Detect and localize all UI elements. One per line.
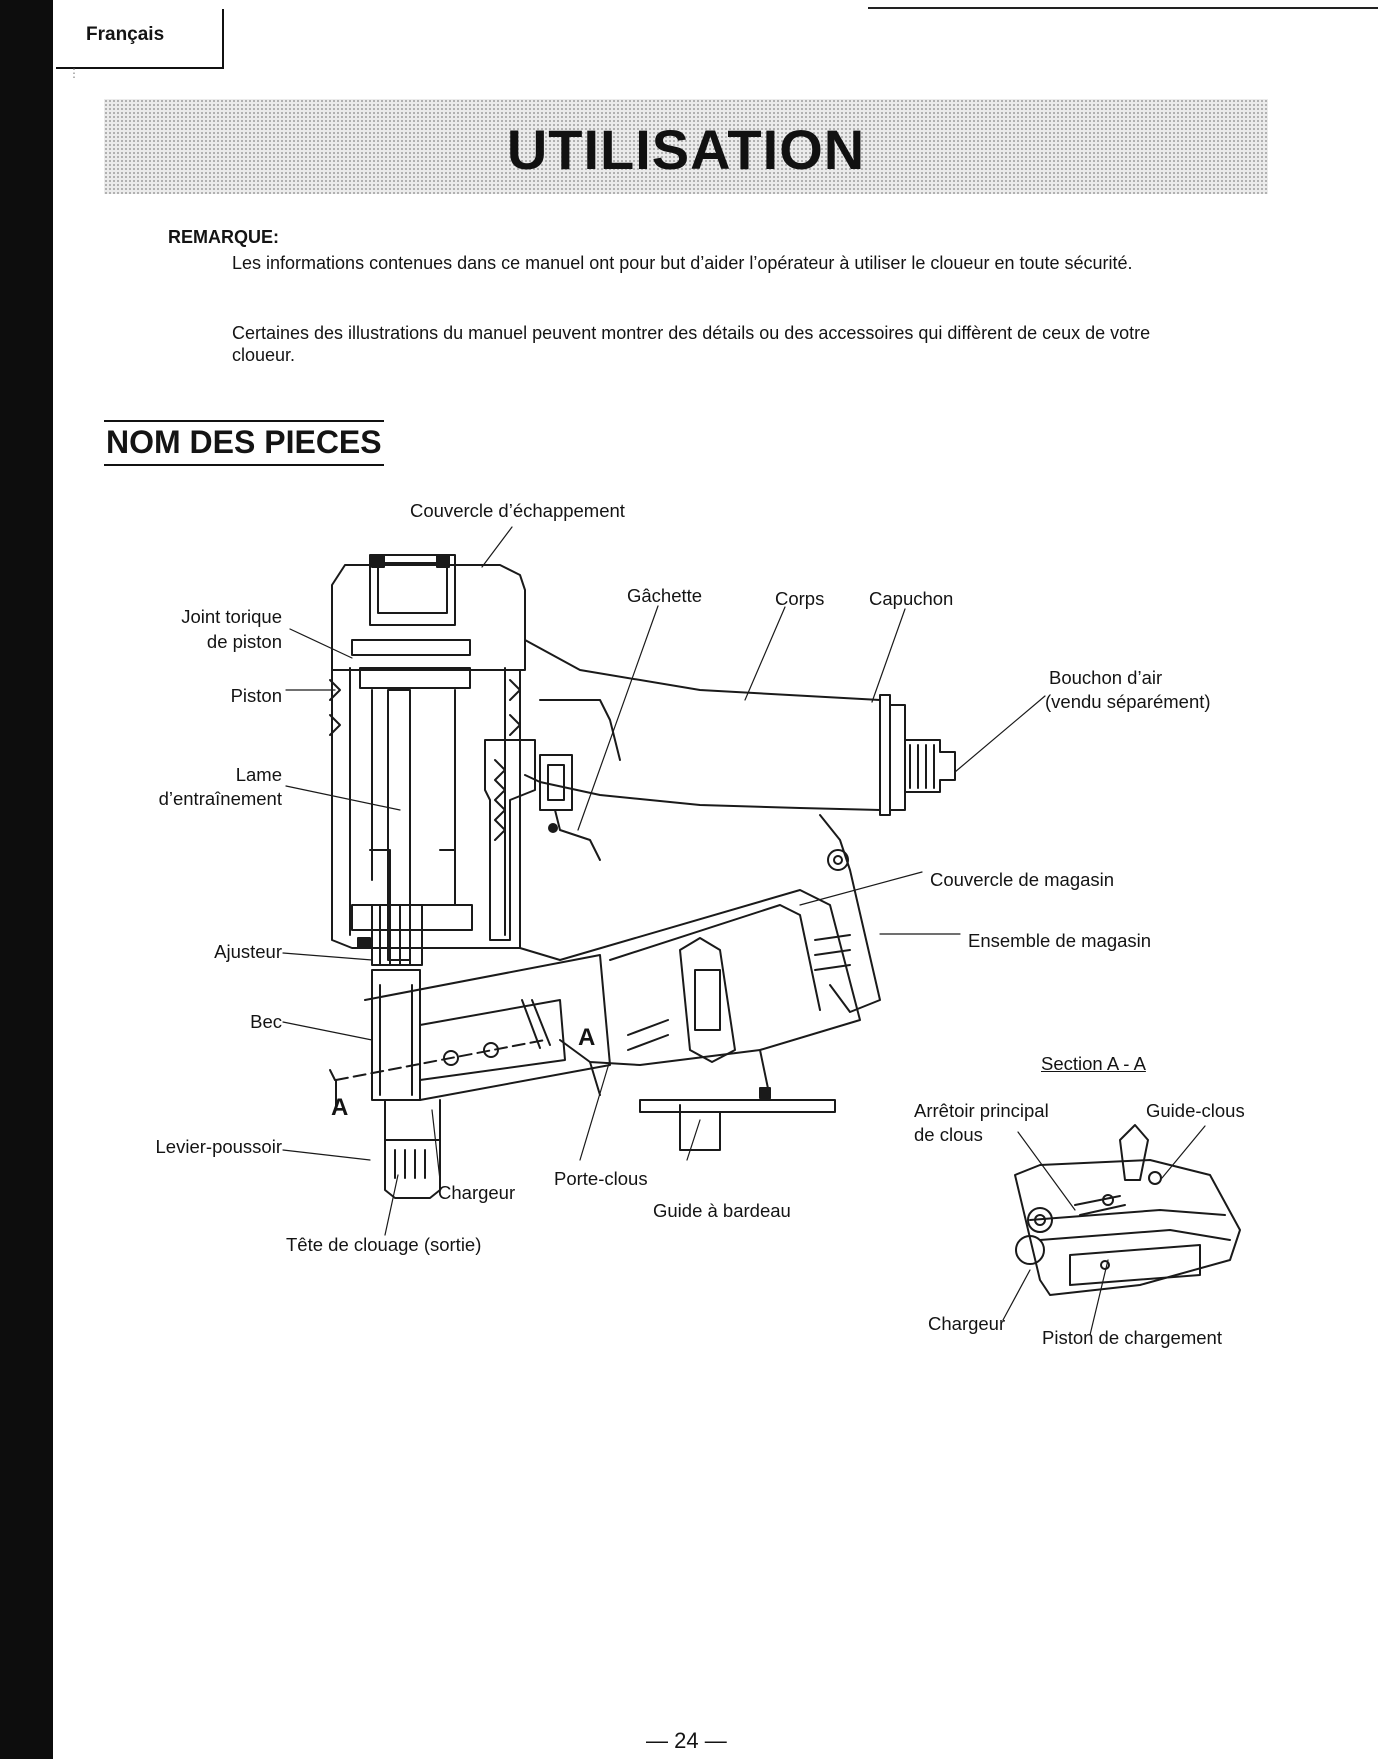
label-adjuster: Ajusteur — [214, 941, 282, 962]
note-label: REMARQUE: — [168, 227, 279, 247]
label-section-marker-2: A — [578, 1024, 596, 1051]
language-tab-label: Français — [86, 24, 165, 45]
margin-mark: ⋮ — [68, 66, 80, 80]
note-paragraph-2: Certaines des illustrations du manuel pe… — [232, 323, 1151, 365]
section-aa-drawing — [1014, 1124, 1241, 1296]
label-main-stopper-2: de clous — [914, 1124, 983, 1145]
label-feeder-2: Chargeur — [928, 1313, 1006, 1334]
label-air-plug-1: Bouchon d’air — [1049, 667, 1163, 688]
language-tab: Français — [56, 9, 224, 69]
label-feed-piston: Piston de chargement — [1042, 1327, 1222, 1348]
label-feeder: Chargeur — [438, 1182, 516, 1203]
title-band: UTILISATION — [104, 99, 1268, 194]
label-body: Corps — [775, 588, 825, 609]
section-title: NOM DES PIECES — [104, 420, 384, 466]
label-exhaust-cover: Couvercle d’échappement — [410, 500, 625, 521]
label-shingle-guide: Guide à bardeau — [653, 1200, 791, 1221]
label-piston-oring-1: Joint torique — [181, 606, 282, 627]
page-number: — 24 — — [646, 1728, 727, 1753]
note-paragraph-1: Les informations contenues dans ce manue… — [232, 253, 1133, 273]
page-title: UTILISATION — [506, 118, 866, 181]
label-driver-blade-1: Lame — [235, 764, 282, 785]
label-air-plug-2: (vendu séparément) — [1045, 691, 1211, 712]
label-nose: Bec — [250, 1011, 282, 1032]
label-section-marker: A — [331, 1094, 349, 1121]
label-cap: Capuchon — [869, 588, 954, 609]
header-rule — [868, 7, 1378, 9]
label-piston: Piston — [230, 685, 282, 706]
label-magazine-cover: Couvercle de magasin — [930, 869, 1115, 890]
label-main-stopper-1: Arrêtoir principal — [914, 1100, 1049, 1121]
nailer-drawing — [329, 554, 956, 1199]
label-nail-guide: Guide-clous — [1146, 1100, 1245, 1121]
leader-lines — [282, 526, 1206, 1336]
label-section-aa: Section A - A — [1041, 1053, 1146, 1074]
label-nose-tip: Tête de clouage (sortie) — [286, 1234, 482, 1255]
label-push-lever: Levier-poussoir — [155, 1136, 282, 1157]
label-nail-holder: Porte-clous — [554, 1168, 648, 1189]
binding-spine — [0, 0, 53, 1759]
label-piston-oring-2: de piston — [206, 631, 282, 652]
label-magazine-assembly: Ensemble de magasin — [968, 930, 1152, 951]
label-driver-blade-2: d’entraînement — [158, 788, 282, 809]
label-trigger: Gâchette — [627, 585, 703, 606]
